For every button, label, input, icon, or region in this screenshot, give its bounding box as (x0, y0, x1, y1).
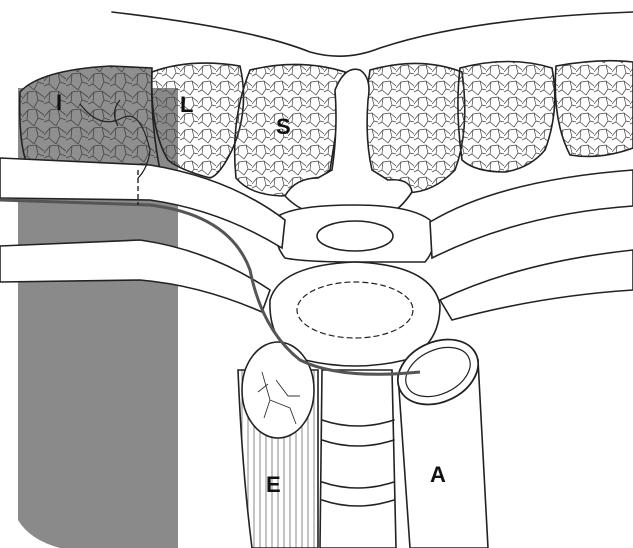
label-longissimus: L (180, 92, 193, 117)
vertebral-column (320, 370, 396, 548)
skin-outline (112, 12, 633, 56)
right-iliocostalis-muscle (555, 61, 633, 157)
label-esophagus: E (266, 472, 281, 497)
right-longissimus-muscle (458, 62, 555, 173)
esophagus-lumen (242, 342, 314, 438)
label-spinalis: S (276, 114, 291, 139)
label-iliocostalis: I (56, 90, 62, 115)
right-rib-lower (440, 250, 633, 320)
iliocostalis-muscle (20, 66, 160, 170)
label-aorta: A (430, 462, 446, 487)
right-rib-upper (430, 170, 633, 258)
spinal-canal (317, 221, 393, 251)
right-spinalis-muscle (366, 63, 464, 192)
